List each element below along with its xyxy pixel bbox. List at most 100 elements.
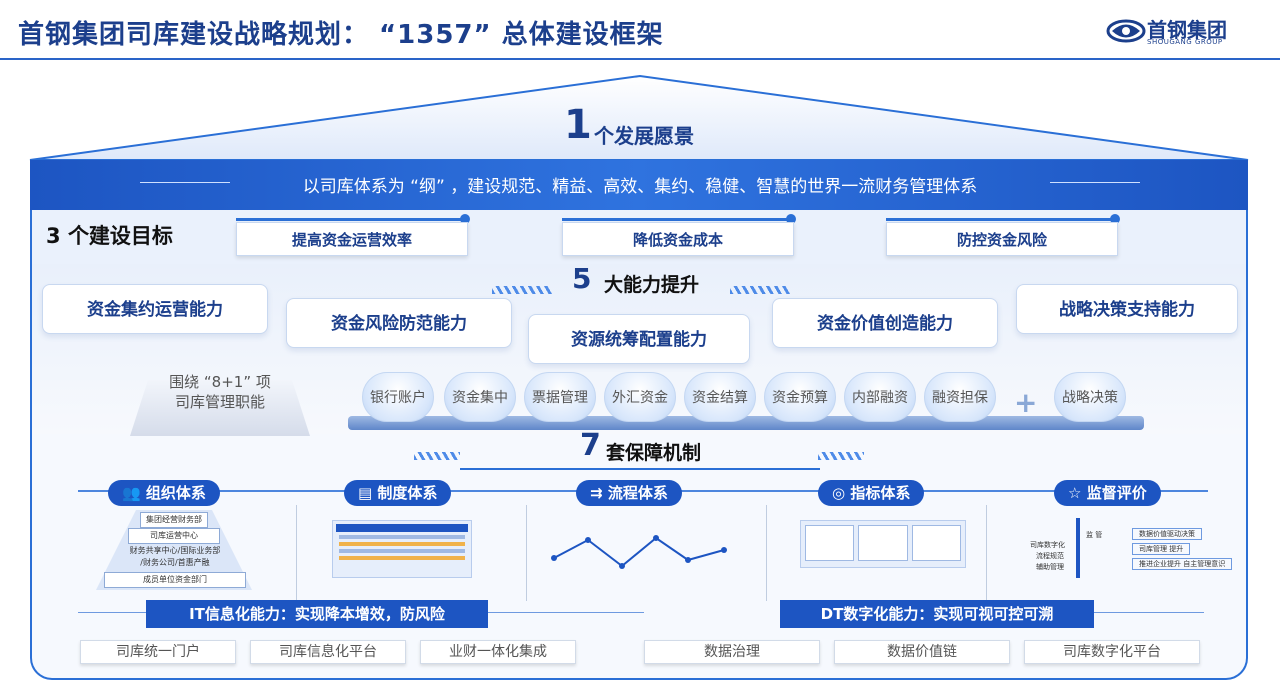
mechanisms-underline — [460, 468, 820, 470]
mechanism-pill: ☆ 监督评价 — [1054, 480, 1161, 506]
org-level: /财务公司/首惠产融 — [140, 558, 210, 567]
mechanism-label: 制度体系 — [377, 484, 438, 502]
function-bubble: 资金结算 — [684, 372, 756, 422]
vision-label: 个发展愿景 — [594, 124, 694, 148]
capability-item: 资源统筹配置能力 — [528, 314, 750, 364]
column-divider — [766, 505, 767, 601]
mechanism-label: 指标体系 — [850, 484, 911, 502]
thumbnail-line — [339, 556, 465, 560]
regulation-thumbnail — [332, 520, 472, 578]
goal-dot — [1110, 214, 1120, 224]
deco-stripes — [730, 286, 790, 294]
goal-dot — [786, 214, 796, 224]
vision-number: 1 — [564, 102, 592, 148]
vision-band — [30, 160, 1248, 210]
functions-label: 围绕 “8+1” 项 司库管理职能 — [140, 372, 300, 412]
document-icon: ▤ — [358, 484, 373, 502]
mechanism-pill: ◎ 指标体系 — [818, 480, 925, 506]
capability-item: 资金集约运营能力 — [42, 284, 268, 334]
mechanism-label: 流程体系 — [607, 484, 668, 502]
vision-line-left — [140, 182, 230, 183]
column-divider — [526, 505, 527, 601]
function-bubble: 融资担保 — [924, 372, 996, 422]
goal-dot — [460, 214, 470, 224]
capabilities-label: 大能力提升 — [604, 274, 700, 296]
logo-text: 首钢集团 — [1147, 18, 1227, 42]
goal-item: 提高资金运营效率 — [236, 222, 468, 256]
goal-bar — [236, 218, 468, 221]
vision-statement: 以司库体系为 “纲” ，建设规范、精益、高效、集约、稳健、智慧的世界一流财务管理… — [302, 177, 978, 197]
dt-wave-line — [1094, 612, 1204, 613]
mechanisms-label: 套保障机制 — [606, 442, 702, 464]
capability-item: 资金风险防范能力 — [286, 298, 512, 348]
deco-stripes — [492, 286, 552, 294]
flow-icon: ⇉ — [590, 484, 603, 502]
plus-icon: + — [1014, 386, 1038, 419]
goals-number: 3 — [46, 224, 61, 248]
functions-pedestal — [130, 380, 310, 436]
supervision-right: 数据价值驱动决策 — [1132, 528, 1202, 540]
capability-item: 资金价值创造能力 — [772, 298, 998, 348]
function-bubble-strategy: 战略决策 — [1054, 372, 1126, 422]
it-platform-item: 司库统一门户 — [80, 640, 236, 664]
thumbnail-panel — [805, 525, 855, 561]
column-divider — [986, 505, 987, 601]
thumbnail-panel — [858, 525, 908, 561]
thumbnail-panel — [911, 525, 961, 561]
goal-item: 降低资金成本 — [562, 222, 794, 256]
header-divider — [0, 58, 1280, 60]
it-capability-bar: IT信息化能力：实现降本增效，防风险 — [146, 600, 488, 628]
dt-platform-item: 数据价值链 — [834, 640, 1010, 664]
shougang-logo-icon — [1106, 19, 1146, 43]
it-platform-item: 业财一体化集成 — [420, 640, 576, 664]
supervision-center: 监 管 — [1086, 531, 1103, 539]
process-diagram — [551, 535, 727, 569]
goals-label: 个建设目标 — [67, 224, 173, 248]
mechanism-label: 监督评价 — [1086, 484, 1147, 502]
goal-item: 防控资金风险 — [886, 222, 1118, 256]
it-platform-item: 司库信息化平台 — [250, 640, 406, 664]
function-bubble: 内部融资 — [844, 372, 916, 422]
column-divider — [296, 505, 297, 601]
function-bubble: 银行账户 — [362, 372, 434, 422]
mechanism-label: 组织体系 — [145, 484, 206, 502]
mechanism-pill: 👥 组织体系 — [108, 480, 220, 506]
vision-line-right — [1050, 182, 1140, 183]
goals-title: 3 个建设目标 — [46, 220, 173, 250]
supervision-right: 司库管理 提升 — [1132, 543, 1191, 555]
goal-bar — [886, 218, 1118, 221]
mechanism-pill: ⇉ 流程体系 — [576, 480, 682, 506]
review-icon: ☆ — [1068, 484, 1082, 502]
capabilities-number: 5 — [572, 262, 592, 295]
thumbnail-row — [801, 521, 965, 565]
org-level: 财务共享中心/国际业务部 — [129, 546, 221, 555]
thumbnail-line — [339, 535, 465, 539]
org-level: 集团经营财务部 — [140, 512, 208, 528]
logo-subtitle: SHOUGANG GROUP — [1147, 38, 1223, 46]
indicator-thumbnail — [800, 520, 966, 568]
functions-label-line: 司库管理职能 — [174, 393, 265, 411]
dt-capability-bar: DT数字化能力：实现可视可控可溯 — [780, 600, 1094, 628]
group-icon: 👥 — [122, 484, 141, 502]
page-title: 首钢集团司库建设战略规划： “1357” 总体建设框架 — [18, 20, 664, 50]
thumbnail-bar — [336, 524, 468, 532]
supervision-right: 推进企业提升 自主管理意识 — [1132, 558, 1233, 570]
it-wave-line — [488, 612, 644, 613]
thumbnail-line — [339, 549, 465, 553]
function-bubble: 资金集中 — [444, 372, 516, 422]
supervision-left: 辅助管理 — [1036, 563, 1064, 571]
org-level: 成员单位资金部门 — [104, 572, 246, 588]
it-wave-line — [78, 612, 146, 613]
capability-item: 战略决策支持能力 — [1016, 284, 1238, 334]
supervision-left: 司库数字化 — [1030, 541, 1065, 549]
dt-platform-item: 数据治理 — [644, 640, 820, 664]
target-icon: ◎ — [832, 484, 846, 502]
supervision-left: 流程规范 — [1036, 552, 1064, 560]
mechanism-pill: ▤ 制度体系 — [344, 480, 452, 506]
functions-label-line: 围绕 “8+1” 项 — [169, 373, 271, 391]
mechanisms-number: 7 — [580, 428, 601, 463]
deco-stripes — [818, 452, 864, 460]
function-bubble: 资金预算 — [764, 372, 836, 422]
dt-platform-item: 司库数字化平台 — [1024, 640, 1200, 664]
deco-stripes — [414, 452, 460, 460]
